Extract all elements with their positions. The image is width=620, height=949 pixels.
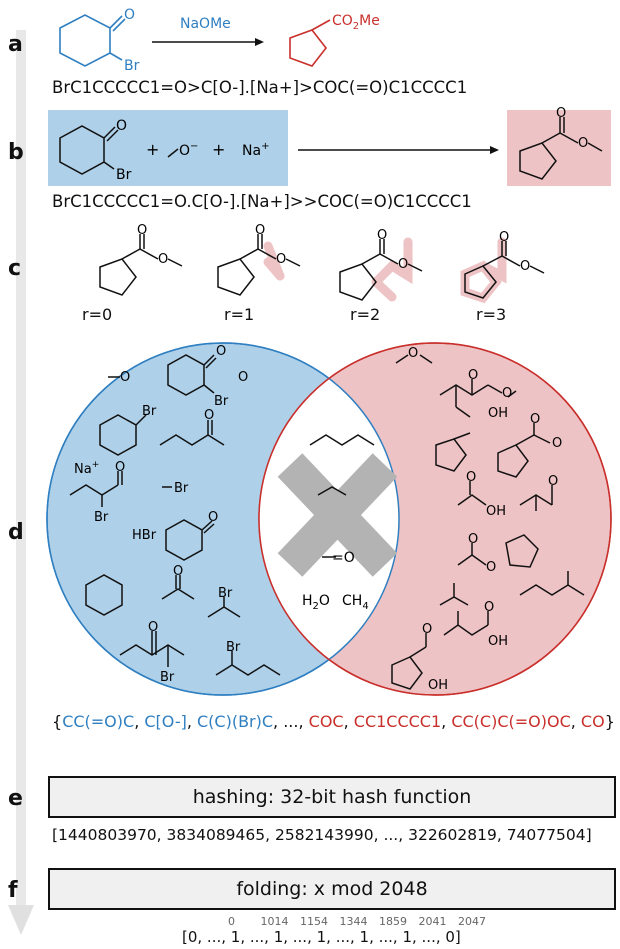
radius-label-0: r=0 xyxy=(82,305,113,324)
fragment-blue-1: C[O-] xyxy=(144,712,187,731)
radius-label-3: r=3 xyxy=(476,305,507,324)
panel-c-radii: O O O O O O O O xyxy=(99,223,545,304)
panel-label-f: f xyxy=(8,878,18,903)
svg-text:Br: Br xyxy=(218,586,233,601)
reactant-br-text: Br xyxy=(124,58,140,74)
svg-text:Br: Br xyxy=(174,481,189,496)
svg-text:O: O xyxy=(502,386,512,401)
svg-text:O: O xyxy=(377,228,387,243)
bit-index: 2047 xyxy=(458,915,486,928)
panel-label-a: a xyxy=(8,32,23,57)
bit-index: 1154 xyxy=(300,915,328,928)
bit-index: 1344 xyxy=(339,915,368,928)
bit-index: 1859 xyxy=(379,915,407,928)
panel-label-e: e xyxy=(8,786,23,811)
svg-text:O: O xyxy=(466,470,476,485)
hashing-label: hashing: 32-bit hash function xyxy=(192,786,472,808)
svg-text:O: O xyxy=(115,460,125,475)
water-label: H2O xyxy=(302,593,330,612)
svg-text:O: O xyxy=(120,370,130,385)
plus-1: + xyxy=(146,140,159,159)
fragment-blue-0: CC(=O)C xyxy=(62,712,135,731)
svg-text:O: O xyxy=(276,252,286,267)
fragment-red-0: COC xyxy=(308,712,344,731)
reactant-o-text: O xyxy=(124,7,135,23)
oxo-label: =O xyxy=(332,550,355,566)
panel-label-b: b xyxy=(8,140,24,165)
svg-text:O: O xyxy=(556,106,566,121)
svg-text:O: O xyxy=(578,136,588,151)
methane-label: CH4 xyxy=(342,593,369,612)
radius-label-2: r=2 xyxy=(350,305,381,324)
svg-text:O: O xyxy=(216,344,226,359)
panel-label-d: d xyxy=(8,520,24,545)
svg-text:O: O xyxy=(484,600,494,615)
svg-text:O: O xyxy=(238,370,248,385)
svg-text:O: O xyxy=(499,230,509,245)
svg-text:O: O xyxy=(148,620,158,635)
svg-text:O: O xyxy=(468,532,478,547)
svg-text:O: O xyxy=(255,223,265,238)
svg-text:O: O xyxy=(520,259,530,274)
panel-a-smiles: BrC1CCCCC1=O>C[O-].[Na+]>COC(=O)C1CCCC1 xyxy=(52,78,468,97)
svg-text:O: O xyxy=(408,346,418,361)
svg-text:Br: Br xyxy=(116,167,132,183)
svg-text:O: O xyxy=(204,408,214,423)
methoxide-o: O− xyxy=(179,141,198,159)
svg-text:O: O xyxy=(116,118,127,134)
bit-index: 2041 xyxy=(418,915,447,928)
svg-text:Br: Br xyxy=(94,510,109,525)
svg-text:Br: Br xyxy=(160,670,175,685)
panel-b-smiles: BrC1CCCCC1=O.C[O-].[Na+]>>COC(=O)C1CCCC1 xyxy=(52,192,472,211)
svg-text:O: O xyxy=(548,474,558,489)
fingerprint-vector: [0, ..., 1, ..., 1, ..., 1, ..., 1, ...,… xyxy=(182,928,461,946)
reactants-box xyxy=(48,110,288,186)
reagent-text: NaOMe xyxy=(180,16,231,32)
panel-a-reaction: O Br NaOMe CO2Me xyxy=(59,7,380,74)
svg-text:O: O xyxy=(158,252,168,267)
fragment-red-3: CO xyxy=(580,712,605,731)
bit-index: 1014 xyxy=(260,915,289,928)
svg-text:O: O xyxy=(422,622,432,637)
svg-text:O: O xyxy=(208,510,218,525)
svg-text:HBr: HBr xyxy=(132,528,157,543)
svg-text:O: O xyxy=(468,368,478,383)
panel-b-reaction: O Br + O− + Na+ O O xyxy=(59,106,603,183)
svg-text:OH: OH xyxy=(488,634,508,649)
flow-arrow xyxy=(8,30,34,935)
hashing-box: hashing: 32-bit hash function xyxy=(48,776,616,818)
svg-text:O: O xyxy=(173,564,183,579)
hash-values: [1440803970, 3834089465, 2582143990, ...… xyxy=(52,826,592,844)
bit-index: 0 xyxy=(228,915,235,928)
svg-text:O: O xyxy=(552,436,562,451)
sodium-ion: Na+ xyxy=(242,141,269,159)
svg-text:OH: OH xyxy=(488,406,508,421)
folding-label: folding: x mod 2048 xyxy=(236,878,428,900)
radius-label-1: r=1 xyxy=(224,305,255,324)
svg-text:Na+: Na+ xyxy=(74,460,99,477)
svg-text:Br: Br xyxy=(214,394,229,409)
svg-text:OH: OH xyxy=(428,678,448,693)
fragment-red-1: CC1CCCC1 xyxy=(353,712,442,731)
svg-text:O: O xyxy=(530,412,540,427)
plus-2: + xyxy=(212,140,225,159)
fragment-blue-2: C(C)(Br)C xyxy=(197,712,274,731)
svg-text:O: O xyxy=(137,223,147,238)
svg-text:OH: OH xyxy=(486,504,506,519)
venn-diagram: =O H2O CH4 xyxy=(46,342,612,696)
fragment-red-2: CC(C)C(=O)OC xyxy=(451,712,571,731)
folding-box: folding: x mod 2048 xyxy=(48,868,616,910)
product-label: CO2Me xyxy=(332,13,380,32)
bit-indices: 0 1014 1154 1344 1859 2041 2047 xyxy=(228,915,486,928)
svg-text:Br: Br xyxy=(142,404,157,419)
panel-label-c: c xyxy=(8,256,22,281)
svg-text:Br: Br xyxy=(226,640,241,655)
svg-text:O: O xyxy=(486,560,496,575)
fragment-set: {CC(=O)C, C[O-], C(C)(Br)C, ..., COC, CC… xyxy=(52,712,615,731)
svg-text:O: O xyxy=(398,257,408,272)
